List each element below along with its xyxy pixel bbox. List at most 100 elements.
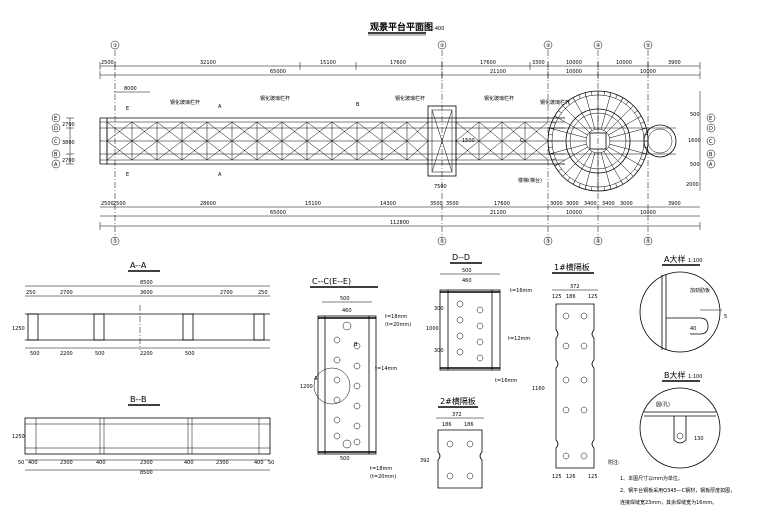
drawing-line (381, 121, 408, 142)
plan-annotations: 8000 钢化玻璃栏杆 钢化玻璃栏杆 钢化玻璃栏杆 钢化玻璃栏杆 A A B E… (114, 86, 570, 184)
drawing-line (637, 115, 642, 119)
drawing-line (131, 140, 158, 161)
drawing-line (281, 140, 308, 161)
drawing-line (501, 140, 526, 161)
drawing-line (256, 121, 283, 142)
drawing-line (567, 177, 571, 181)
svg-text:A: A (709, 162, 713, 168)
svg-text:A: A (218, 172, 222, 178)
detail-B: B大样 1:100 圆(孔) 130 (639, 370, 721, 469)
svg-text:C--C(E--E): C--C(E--E) (312, 277, 351, 286)
axis-grid-lines (114, 50, 649, 240)
svg-text:32100: 32100 (200, 60, 216, 66)
svg-text:t=16mm: t=16mm (510, 288, 532, 294)
svg-text:500: 500 (185, 351, 195, 357)
svg-text:250: 250 (258, 290, 268, 296)
svg-text:372: 372 (452, 412, 462, 418)
top-dimension-chain-1: 2500 32100 15100 17600 17600 3300 10000 … (99, 60, 701, 70)
axis-label-2: ② (440, 43, 445, 49)
svg-text:B: B (54, 152, 58, 158)
svg-text:A--A: A--A (130, 261, 147, 270)
drawing-hole (580, 342, 588, 350)
svg-text:2#横隔板: 2#横隔板 (440, 396, 476, 406)
section-CC: C--C(E--E) 500 460 A B t=18mm (t=20mm) t… (300, 277, 411, 480)
svg-text:A: A (314, 376, 318, 382)
radial-ribs (548, 91, 648, 191)
svg-text:附注:: 附注: (608, 459, 620, 466)
svg-text:460: 460 (342, 308, 352, 314)
svg-text:10000: 10000 (566, 210, 582, 216)
svg-text:15100: 15100 (305, 201, 321, 207)
svg-text:10000: 10000 (640, 210, 656, 216)
drawing-line (578, 183, 581, 188)
drawing-hole (476, 306, 484, 314)
drawing-line (356, 140, 383, 161)
svg-text:1000: 1000 (426, 326, 439, 332)
svg-text:21100: 21100 (490, 69, 506, 75)
svg-text:1:100: 1:100 (688, 374, 702, 380)
drawing-line (603, 97, 624, 131)
svg-text:3600: 3600 (140, 290, 153, 296)
svg-text:1:100: 1:100 (688, 258, 702, 264)
svg-text:1160: 1160 (532, 386, 545, 392)
section-AA: A--A 8500 250 2700 3600 2700 250 1250 50… (12, 261, 270, 357)
svg-text:300: 300 (434, 348, 444, 354)
svg-text:14300: 14300 (380, 201, 396, 207)
drawing-line (548, 134, 553, 136)
drawing-line (640, 121, 645, 124)
svg-text:500: 500 (690, 112, 700, 118)
svg-text:④: ④ (596, 239, 601, 245)
drawing-line (630, 173, 634, 177)
svg-text:10000: 10000 (616, 60, 632, 66)
svg-text:372: 372 (570, 284, 580, 290)
drawing-line (478, 140, 503, 161)
drawing-hole (562, 342, 570, 350)
svg-text:3000: 3000 (566, 201, 579, 207)
svg-text:130: 130 (694, 436, 704, 442)
svg-text:1250: 1250 (12, 434, 25, 440)
svg-text:2700: 2700 (220, 290, 233, 296)
svg-text:2500: 2500 (101, 60, 114, 66)
svg-text:(t=20mm): (t=20mm) (385, 322, 411, 328)
svg-text:186: 186 (442, 422, 452, 428)
side-dimensions: 2700 3800 2700 500 1600 500 2000 (62, 91, 701, 191)
svg-text:3400: 3400 (602, 201, 615, 207)
svg-text:C: C (54, 139, 58, 145)
bottom-dimension-chain-2: 65000 21100 10000 10000 (100, 210, 700, 217)
svg-text:15100: 15100 (320, 60, 336, 66)
drawing-hole (562, 312, 570, 320)
truss-bracing (106, 121, 549, 161)
drawing-hole (456, 316, 464, 324)
svg-text:7500: 7500 (434, 184, 447, 190)
drawing-hole (580, 376, 588, 384)
drawing-line (608, 146, 642, 167)
drawing-line (548, 146, 553, 148)
svg-text:钢化玻璃栏杆: 钢化玻璃栏杆 (540, 99, 570, 106)
drawing-line (634, 110, 638, 114)
svg-text:65000: 65000 (270, 210, 286, 216)
drawing-line (609, 143, 647, 155)
drawing-line (549, 127, 587, 139)
drawing-line (591, 91, 593, 96)
drawing-line (625, 177, 629, 181)
drawing-hole (580, 452, 588, 460)
svg-text:③: ③ (546, 239, 550, 245)
drawing-line (615, 94, 618, 99)
svg-text:460: 460 (462, 278, 472, 284)
svg-text:B: B (709, 152, 713, 158)
main-title-group: 观景平台平面图 1:400 (368, 21, 444, 36)
svg-text:E: E (126, 172, 129, 178)
svg-text:2200: 2200 (140, 351, 153, 357)
drawing-line (549, 143, 587, 155)
svg-text:300: 300 (434, 306, 444, 312)
plate-2: 2#横隔板 372 186 186 392 (420, 396, 484, 489)
svg-text:2000: 2000 (686, 182, 699, 188)
svg-text:2200: 2200 (60, 351, 73, 357)
drawing-line (554, 163, 559, 167)
drawing-line (381, 140, 408, 161)
drawing-line (609, 185, 612, 190)
svg-text:125: 125 (588, 294, 598, 300)
drawing-hole (580, 406, 588, 414)
drawing-hole (333, 336, 341, 344)
svg-text:t=14mm: t=14mm (375, 366, 397, 372)
